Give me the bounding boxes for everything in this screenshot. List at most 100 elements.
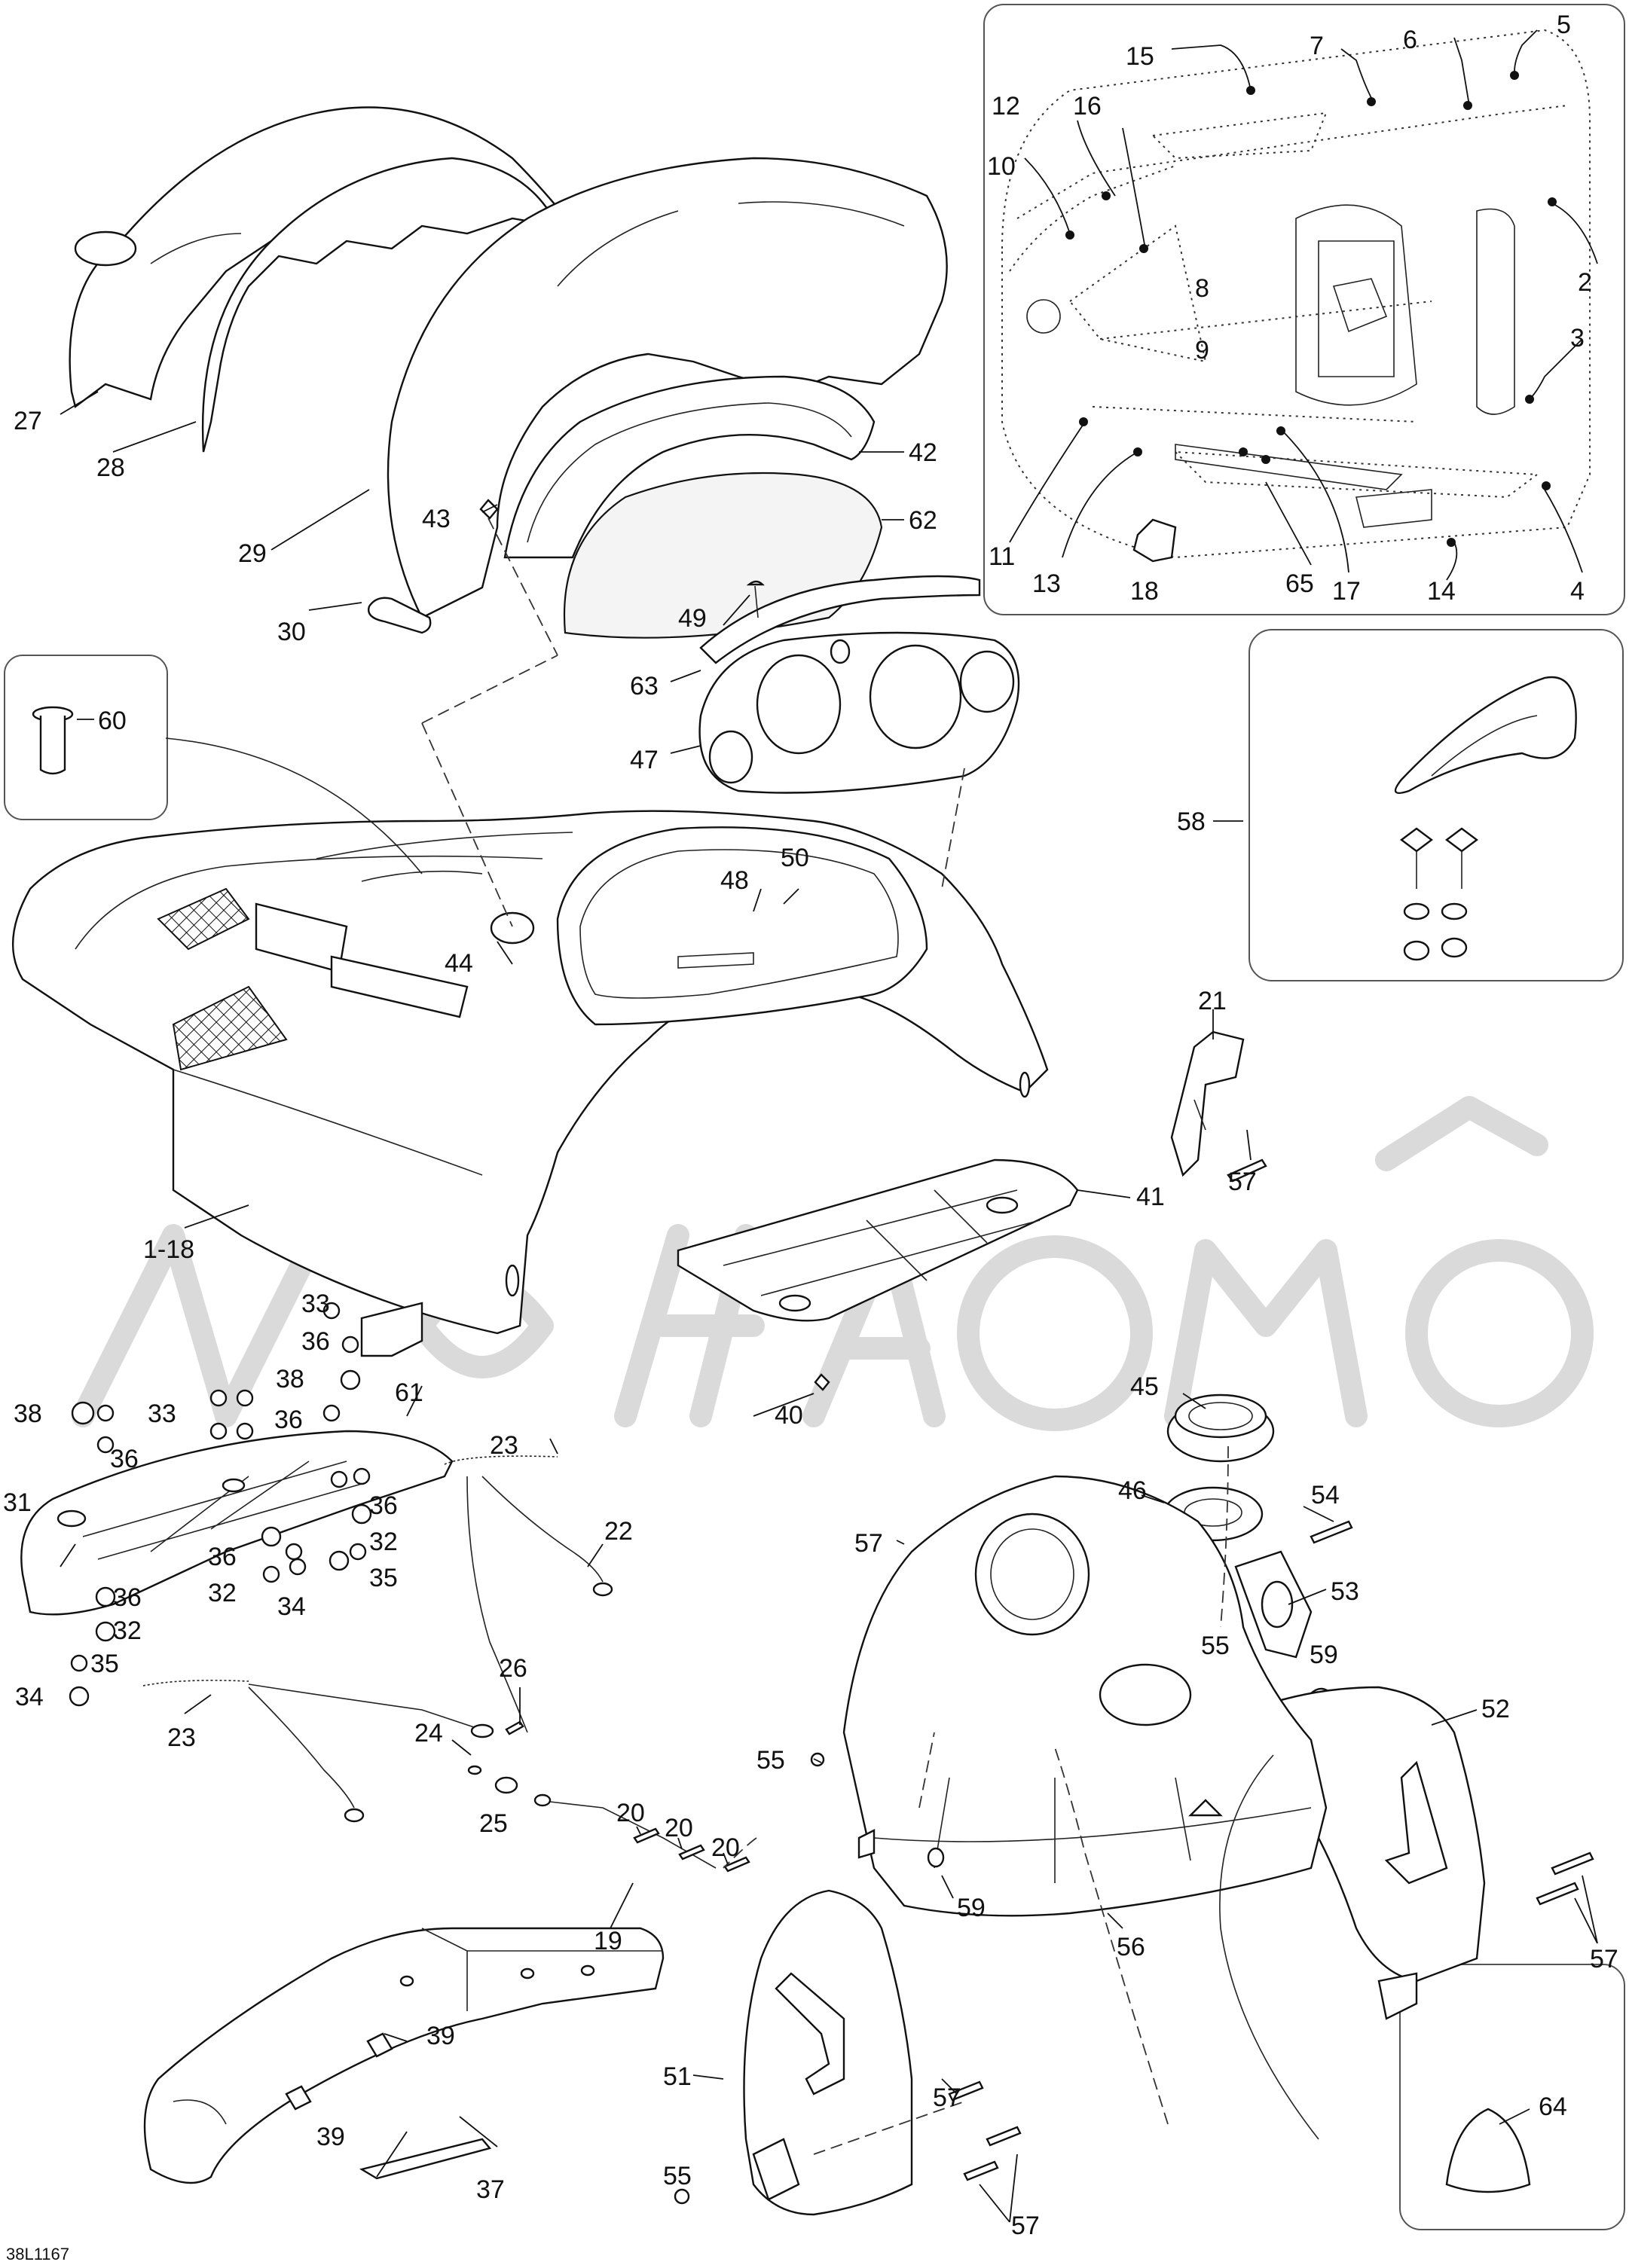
callout: 51 <box>663 2062 692 2091</box>
callout: 36 <box>110 1445 139 1473</box>
callout: 4 <box>1570 577 1585 606</box>
callout: 39 <box>426 2022 455 2050</box>
callout: 36 <box>208 1543 237 1571</box>
callout: 55 <box>1201 1632 1230 1660</box>
callout: 59 <box>957 1894 986 1922</box>
callout: 29 <box>238 539 267 568</box>
console-parts <box>479 375 1020 794</box>
callout: 57 <box>1228 1168 1257 1196</box>
callout: 1-18 <box>143 1235 194 1264</box>
callout: 57 <box>1011 2212 1040 2240</box>
callout: 57 <box>1590 1945 1618 1973</box>
callout: 25 <box>479 1809 508 1838</box>
callout: 22 <box>604 1517 633 1546</box>
callout: 17 <box>1332 577 1361 606</box>
callout: 6 <box>1403 26 1417 54</box>
callout: 48 <box>720 866 749 895</box>
callout: 12 <box>992 92 1020 121</box>
callout: 5 <box>1557 11 1571 39</box>
callout: 38 <box>276 1365 304 1393</box>
callout: 55 <box>756 1746 785 1775</box>
callout: 43 <box>422 505 451 533</box>
callout: 55 <box>663 2162 692 2190</box>
callout: 39 <box>316 2123 345 2151</box>
callout: 21 <box>1198 987 1227 1015</box>
callout: 46 <box>1118 1476 1147 1505</box>
callout: 20 <box>665 1814 693 1842</box>
tray-41 <box>677 1158 1079 1391</box>
callout: 64 <box>1539 2092 1567 2121</box>
decal-inset-panel <box>983 4 1625 615</box>
callout: 23 <box>167 1723 196 1752</box>
callout: 36 <box>113 1583 142 1612</box>
callout: 32 <box>369 1528 398 1556</box>
nose-cover-assembly <box>11 810 1049 1335</box>
callout: 10 <box>987 152 1016 181</box>
callout: 28 <box>96 453 125 482</box>
callout: 20 <box>616 1799 645 1827</box>
leader-lines <box>60 29 1598 2223</box>
callout: 44 <box>445 949 473 978</box>
callout: 60 <box>98 707 127 735</box>
callout: 58 <box>1177 807 1206 836</box>
handle-assembly <box>143 1927 665 2184</box>
callout: 32 <box>113 1616 142 1645</box>
callout: 57 <box>854 1529 883 1558</box>
callout: 62 <box>909 506 937 535</box>
callout: 38 <box>14 1400 42 1428</box>
callout: 16 <box>1073 92 1102 121</box>
callout: 33 <box>148 1400 176 1428</box>
callout: 34 <box>277 1592 306 1621</box>
callout: 35 <box>90 1650 119 1678</box>
callout: 36 <box>369 1491 398 1520</box>
callout: 14 <box>1427 577 1456 606</box>
callout: 47 <box>630 746 659 774</box>
callout: 37 <box>476 2175 505 2204</box>
callout: 7 <box>1310 32 1324 60</box>
callout: 53 <box>1331 1577 1359 1606</box>
callout: 8 <box>1195 274 1209 303</box>
windshield-parts <box>69 106 948 634</box>
callout: 56 <box>1117 1933 1145 1961</box>
callout: 13 <box>1032 569 1061 598</box>
figure-code: 38L1167 <box>6 2245 69 2263</box>
mirror-inset <box>1248 629 1624 981</box>
callout: 18 <box>1130 577 1159 606</box>
rivet-inset <box>4 655 168 820</box>
callout: 40 <box>775 1401 803 1430</box>
callout: 2 <box>1578 268 1592 297</box>
callout: 19 <box>594 1927 622 1955</box>
callout-labels: 27 28 29 30 43 42 62 49 63 47 60 44 48 5… <box>3 11 1618 2263</box>
callout: 3 <box>1570 324 1585 353</box>
cap-parts <box>1163 1393 1275 1542</box>
callout: 61 <box>395 1378 423 1407</box>
callout: 36 <box>301 1327 330 1356</box>
callout: 9 <box>1195 336 1209 365</box>
console-56 <box>842 1475 1328 1917</box>
callout: 31 <box>3 1488 32 1517</box>
callout: 11 <box>989 542 1015 571</box>
callout: 33 <box>301 1290 330 1318</box>
callout: 32 <box>208 1579 237 1607</box>
callout: 42 <box>909 438 937 467</box>
callout: 41 <box>1136 1183 1165 1211</box>
callout: 57 <box>933 2083 961 2112</box>
callout: 35 <box>369 1564 398 1592</box>
cap-inset <box>1399 1964 1625 2230</box>
cable-assemblies <box>142 1455 750 1873</box>
callout: 49 <box>678 604 707 633</box>
callout: 54 <box>1311 1481 1340 1509</box>
callout: 20 <box>711 1833 740 1862</box>
callout: 34 <box>15 1683 44 1711</box>
panel-53 <box>810 1520 1353 1767</box>
bracket-31 <box>20 1302 454 1707</box>
callout: 52 <box>1481 1695 1510 1723</box>
callout: 45 <box>1130 1372 1159 1401</box>
assembly-guides <box>165 517 1319 2155</box>
callout: 26 <box>499 1654 527 1683</box>
callout: 59 <box>1310 1641 1338 1669</box>
callout: 27 <box>14 407 42 435</box>
bracket-21 <box>1170 1030 1267 1183</box>
callout: 36 <box>274 1406 303 1434</box>
callout: 23 <box>490 1431 518 1460</box>
